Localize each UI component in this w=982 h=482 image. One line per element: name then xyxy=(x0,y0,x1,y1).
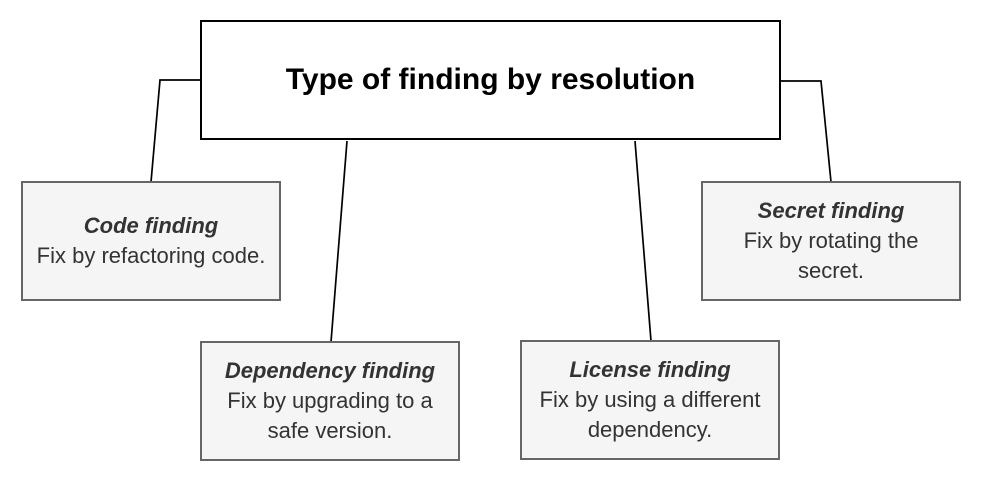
node-secret-finding: Secret finding Fix by rotating the secre… xyxy=(701,181,961,301)
node-code-finding-title: Code finding xyxy=(83,213,219,238)
node-dependency-finding-description: Fix by upgrading to a safe version. xyxy=(227,388,433,443)
node-license-finding-description: Fix by using a different dependency. xyxy=(539,387,761,442)
node-root-label: Type of finding by resolution xyxy=(285,63,696,96)
node-dependency-finding-title: Dependency finding xyxy=(224,358,436,383)
node-code-finding-description: Fix by refactoring code. xyxy=(36,243,266,268)
node-license-finding-title: License finding xyxy=(569,357,731,382)
node-secret-finding-description: Fix by rotating the secret. xyxy=(743,228,919,283)
node-license-finding: License finding Fix by using a different… xyxy=(520,340,780,460)
node-code-finding: Code finding Fix by refactoring code. xyxy=(21,181,281,301)
node-secret-finding-title: Secret finding xyxy=(757,198,905,223)
connector-root-to-secret xyxy=(780,80,832,183)
node-root: Type of finding by resolution xyxy=(200,20,781,140)
connector-root-to-license xyxy=(634,140,652,342)
node-dependency-finding: Dependency finding Fix by upgrading to a… xyxy=(200,341,460,461)
connector-root-to-dependency xyxy=(330,140,348,343)
connector-root-to-code xyxy=(150,79,200,183)
